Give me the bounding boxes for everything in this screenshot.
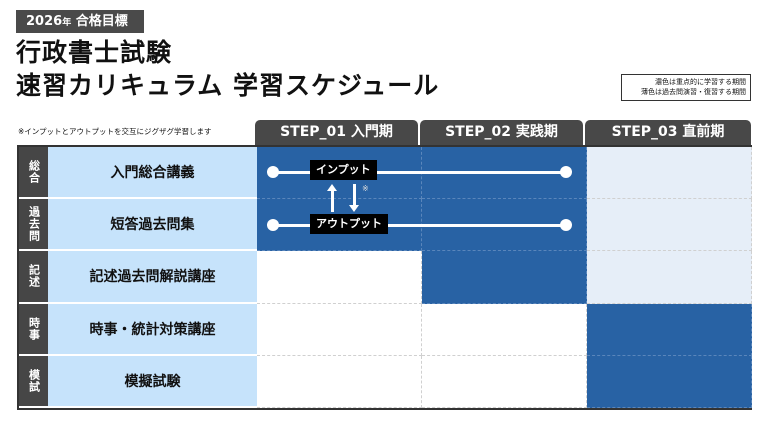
schedule-cell-dark [587, 355, 752, 408]
row-tag: 模試 [19, 355, 48, 408]
input-label: インプット [310, 160, 377, 180]
legend-dark: 濃色は重点的に学習する期間 [655, 78, 746, 86]
output-line [273, 224, 566, 227]
schedule-cell-white [257, 355, 422, 408]
course-name: 短答過去問集 [48, 199, 257, 252]
zigzag-note: ※インプットとアウトプットを交互にジグザグ学習します [18, 127, 212, 136]
schedule-cell-light [587, 147, 752, 200]
title-line1: 行政書士試験 [16, 38, 173, 67]
step-01-header: STEP_01 入門期 [255, 120, 418, 145]
input-end-dot [560, 166, 572, 178]
year: 2026 [26, 14, 63, 29]
schedule-cell-dark [422, 251, 587, 304]
badge-text: 合格目標 [75, 14, 128, 29]
arrow-down-icon [349, 184, 359, 212]
row-tag: 時事 [19, 303, 48, 356]
schedule-cell-white [422, 303, 587, 356]
step-03-header: STEP_03 直前期 [585, 120, 751, 145]
color-legend: 濃色は重点的に学習する期間薄色は過去問演習・復習する期間 [621, 74, 751, 101]
arrow-up-icon [327, 184, 337, 212]
row-tag: 記述 [19, 251, 48, 304]
course-name: 記述過去問解説講座 [48, 251, 257, 304]
schedule-cell-white [257, 251, 422, 304]
output-label: アウトプット [310, 214, 388, 234]
course-name: 時事・統計対策講座 [48, 303, 257, 356]
note-mark: ※ [362, 184, 369, 193]
row-tag: 過去問 [19, 199, 48, 252]
input-line [273, 171, 566, 174]
page-title: 行政書士試験速習カリキュラム 学習スケジュール [16, 36, 439, 102]
row-tag: 総合 [19, 147, 48, 200]
step-02-header: STEP_02 実践期 [420, 120, 583, 145]
target-year-badge: 2026年 合格目標 [16, 10, 144, 33]
course-name: 入門総合講義 [48, 147, 257, 200]
schedule-cell-white [257, 303, 422, 356]
input-start-dot [267, 166, 279, 178]
output-end-dot [560, 219, 572, 231]
schedule-cell-white [422, 355, 587, 408]
year-suffix: 年 [62, 18, 72, 28]
legend-light: 薄色は過去問演習・復習する期間 [641, 88, 746, 96]
schedule-cell-light [587, 199, 752, 252]
course-name: 模擬試験 [48, 355, 257, 408]
schedule-cell-light [587, 251, 752, 304]
schedule-table: 総合入門総合講義過去問短答過去問集記述記述過去問解説講座時事時事・統計対策講座模… [17, 145, 752, 410]
schedule-cell-dark [587, 303, 752, 356]
title-line2: 速習カリキュラム 学習スケジュール [16, 71, 440, 100]
output-start-dot [267, 219, 279, 231]
